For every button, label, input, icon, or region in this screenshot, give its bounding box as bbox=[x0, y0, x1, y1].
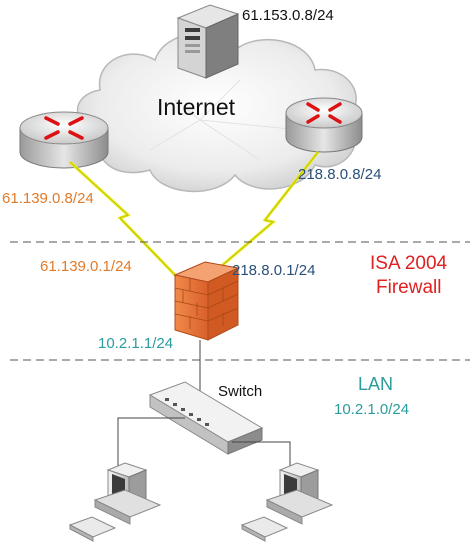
server-icon bbox=[176, 4, 240, 79]
router-right-icon bbox=[285, 97, 363, 153]
lan-label: LAN bbox=[358, 374, 394, 394]
router-left-network-label: 61.139.0.8/24 bbox=[2, 190, 94, 207]
firewall-title-line1: ISA 2004 bbox=[370, 253, 448, 274]
lan-network-label: 10.2.1.0/24 bbox=[334, 401, 410, 418]
switch-label: Switch bbox=[218, 383, 263, 400]
workstation-right-icon bbox=[240, 462, 334, 542]
lan-wiring bbox=[117, 417, 291, 470]
internet-label: Internet bbox=[157, 94, 235, 120]
firewall-inside-ip-label: 10.2.1.1/24 bbox=[98, 335, 174, 352]
firewall-right-ip-label: 218.8.0.1/24 bbox=[232, 262, 316, 279]
router-left-icon bbox=[19, 111, 109, 169]
router-right-network-label: 218.8.0.8/24 bbox=[298, 166, 382, 183]
firewall-title-line2: Firewall bbox=[376, 277, 442, 298]
wan-link-left bbox=[68, 160, 178, 278]
wan-link-right bbox=[204, 151, 320, 282]
firewall-icon bbox=[173, 261, 240, 341]
internet-cloud-icon bbox=[76, 33, 357, 193]
server-network-label: 61.153.0.8/24 bbox=[242, 7, 334, 24]
firewall-left-ip-label: 61.139.0.1/24 bbox=[40, 258, 132, 275]
switch-icon bbox=[148, 381, 264, 455]
workstation-left-icon bbox=[68, 462, 162, 542]
